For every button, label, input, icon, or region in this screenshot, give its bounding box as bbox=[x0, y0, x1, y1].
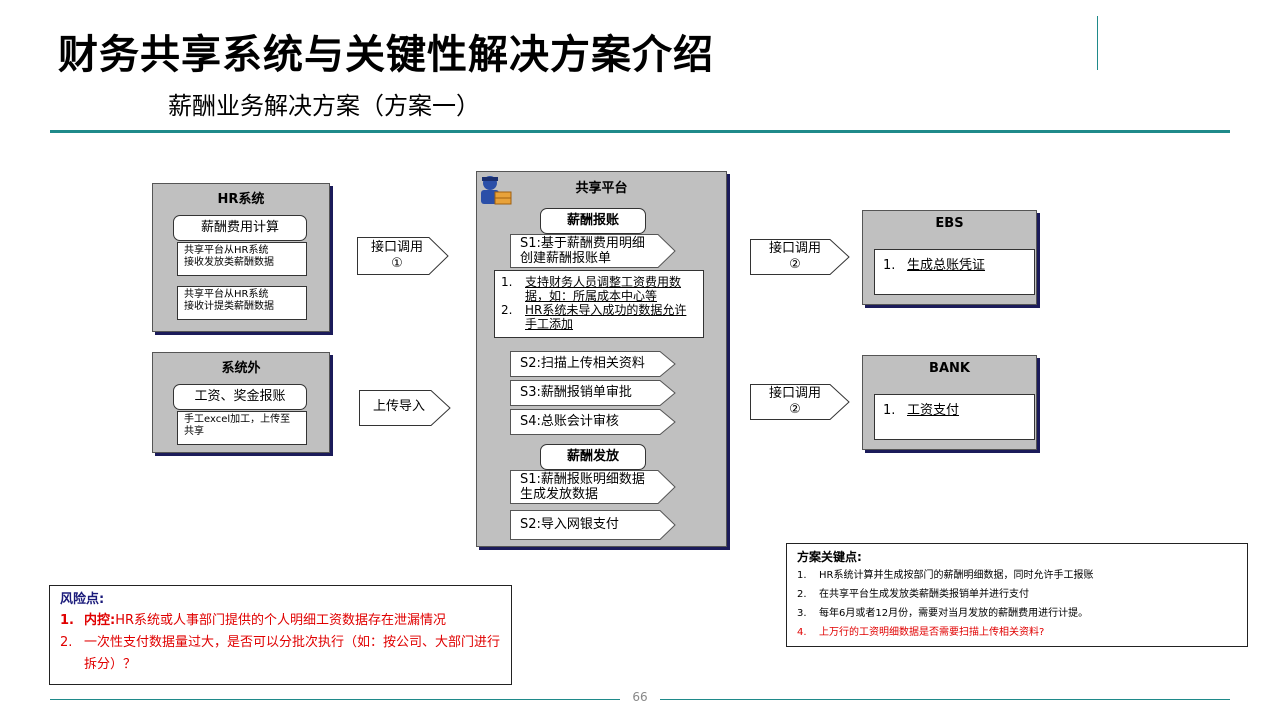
key-item-1-text: HR系统计算并生成按部门的薪酬明细数据，同时允许手工报账 bbox=[819, 570, 1094, 581]
key-points-box: 方案关键点: 1. HR系统计算并生成按部门的薪酬明细数据，同时允许手工报账 2… bbox=[786, 543, 1248, 647]
arrow-shape bbox=[750, 384, 850, 420]
key-item-3-text: 每年6月或者12月份，需要对当月发放的薪酬费用进行计提。 bbox=[819, 608, 1089, 619]
risk-item-2: 2. 一次性支付数据量过大，是否可以分批次执行（如：按公司、大部门进行拆分）？ bbox=[60, 632, 501, 676]
footer-line-left bbox=[50, 699, 620, 700]
ebs-box: EBS 1. 生成总账凭证 bbox=[862, 210, 1037, 305]
step-p2-bank-import: S2:导入网银支付 bbox=[510, 510, 676, 540]
key-item-2-text: 在共享平台生成发放类薪酬类报销单并进行支付 bbox=[819, 589, 1029, 600]
arrow-interface-2-bank-label: 接口调用 ② bbox=[768, 386, 821, 417]
step-s2-scan-upload: S2:扫描上传相关资料 bbox=[510, 351, 676, 377]
hr-system-box: HR系统 薪酬费用计算 共享平台从HR系统 接收发放类薪酬数据 共享平台从HR系… bbox=[152, 183, 330, 332]
step-s4-label: S4:总账会计审核 bbox=[520, 414, 619, 429]
shared-platform-title: 共享平台 bbox=[575, 181, 628, 196]
key-item-4-text: 上万行的工资明细数据是否需要扫描上传相关资料? bbox=[819, 627, 1045, 638]
arrow-interface-1-label: 接口调用 ① bbox=[370, 240, 423, 271]
risk-points-box: 风险点: 1. 内控:HR系统或人事部门提供的个人明细工资数据存在泄漏情况 2.… bbox=[49, 585, 512, 685]
shared-platform-box: 共享平台 薪酬报账 S1:基于薪酬费用明细 创建薪酬报账单 1. 支持财务人员调… bbox=[476, 171, 727, 547]
footer-line-right bbox=[660, 699, 1230, 700]
detail-item-2-text: HR系统未导入成功的数据允许手工添加 bbox=[525, 303, 687, 331]
hr-pill-salary-calc: 薪酬费用计算 bbox=[173, 215, 307, 241]
risk-item-1-num: 1. bbox=[60, 613, 74, 628]
arrow-interface-2-ebs: 接口调用 ② bbox=[750, 239, 850, 275]
risk-item-2-num: 2. bbox=[60, 635, 73, 650]
claim-details-box: 1. 支持财务人员调整工资费用数据，如：所属成本中心等 2. HR系统未导入成功… bbox=[494, 270, 704, 338]
detail-item-2-num: 2. bbox=[501, 303, 513, 317]
step-s1-create-claim: S1:基于薪酬费用明细 创建薪酬报账单 bbox=[510, 234, 676, 268]
ebs-item-text: 生成总账凭证 bbox=[907, 258, 986, 273]
outside-system-box: 系统外 工资、奖金报账 手工excel加工，上传至 共享 bbox=[152, 352, 330, 453]
step-shape bbox=[510, 351, 676, 377]
key-item-4: 4. 上万行的工资明细数据是否需要扫描上传相关资料? bbox=[797, 623, 1237, 642]
arrow-shape bbox=[357, 237, 449, 275]
ebs-item-box: 1. 生成总账凭证 bbox=[874, 249, 1035, 295]
step-s3-approval: S3:薪酬报销单审批 bbox=[510, 380, 676, 406]
ebs-title: EBS bbox=[935, 216, 964, 231]
key-item-3-num: 3. bbox=[797, 608, 807, 619]
outside-pill-payroll: 工资、奖金报账 bbox=[173, 384, 307, 410]
page-title: 财务共享系统与关键性解决方案介绍 bbox=[58, 32, 714, 78]
key-item-1: 1. HR系统计算并生成按部门的薪酬明细数据，同时允许手工报账 bbox=[797, 566, 1237, 585]
hr-note-accrual: 共享平台从HR系统 接收计提类薪酬数据 bbox=[177, 286, 307, 320]
arrow-interface-2-ebs-label: 接口调用 ② bbox=[768, 241, 821, 272]
detail-item-1-text: 支持财务人员调整工资费用数据，如：所属成本中心等 bbox=[525, 275, 682, 303]
section-salary-claim: 薪酬报账 bbox=[540, 208, 646, 234]
bank-item-box: 1. 工资支付 bbox=[874, 394, 1035, 440]
step-s2-label: S2:扫描上传相关资料 bbox=[520, 356, 645, 371]
detail-item-2: 2. HR系统未导入成功的数据允许手工添加 bbox=[501, 303, 697, 331]
page-subtitle: 薪酬业务解决方案（方案一） bbox=[168, 92, 480, 120]
risk-item-1-text: HR系统或人事部门提供的个人明细工资数据存在泄漏情况 bbox=[115, 613, 447, 628]
step-s1-label: S1:基于薪酬费用明细 创建薪酬报账单 bbox=[520, 236, 645, 266]
title-underline bbox=[50, 130, 1230, 133]
step-p2-label: S2:导入网银支付 bbox=[520, 517, 619, 532]
header-divider bbox=[1097, 16, 1098, 70]
arrow-upload-import: 上传导入 bbox=[359, 390, 451, 426]
key-item-2-num: 2. bbox=[797, 589, 807, 600]
key-heading: 方案关键点: bbox=[797, 550, 862, 564]
key-item-4-num: 4. bbox=[797, 627, 807, 638]
step-s3-label: S3:薪酬报销单审批 bbox=[520, 385, 632, 400]
risk-heading: 风险点: bbox=[60, 592, 105, 607]
bank-item-text: 工资支付 bbox=[907, 403, 960, 418]
step-shape bbox=[510, 234, 676, 268]
arrow-interface-2-bank: 接口调用 ② bbox=[750, 384, 850, 420]
outside-note: 手工excel加工，上传至 共享 bbox=[177, 411, 307, 445]
step-p1-generate-payout: S1:薪酬报账明细数据 生成发放数据 bbox=[510, 470, 676, 504]
key-item-1-num: 1. bbox=[797, 570, 807, 581]
bank-title: BANK bbox=[929, 361, 970, 376]
step-p1-label: S1:薪酬报账明细数据 生成发放数据 bbox=[520, 472, 645, 502]
bank-item-num: 1. bbox=[883, 403, 896, 418]
key-item-3: 3. 每年6月或者12月份，需要对当月发放的薪酬费用进行计提。 bbox=[797, 604, 1237, 623]
bank-box: BANK 1. 工资支付 bbox=[862, 355, 1037, 450]
arrow-shape bbox=[750, 239, 850, 275]
key-item-2: 2. 在共享平台生成发放类薪酬类报销单并进行支付 bbox=[797, 585, 1237, 604]
section-salary-payout: 薪酬发放 bbox=[540, 444, 646, 470]
outside-system-title: 系统外 bbox=[221, 361, 261, 376]
hr-system-title: HR系统 bbox=[217, 192, 265, 207]
detail-item-1: 1. 支持财务人员调整工资费用数据，如：所属成本中心等 bbox=[501, 275, 697, 303]
detail-item-1-num: 1. bbox=[501, 275, 513, 289]
step-shape bbox=[510, 409, 676, 435]
step-s4-gl-review: S4:总账会计审核 bbox=[510, 409, 676, 435]
risk-item-1-label: 内控: bbox=[84, 613, 116, 628]
risk-item-2-text: 一次性支付数据量过大，是否可以分批次执行（如：按公司、大部门进行拆分）？ bbox=[84, 635, 501, 672]
step-shape bbox=[510, 510, 676, 540]
arrow-shape bbox=[359, 390, 451, 426]
arrow-upload-import-label: 上传导入 bbox=[372, 399, 425, 414]
courier-icon bbox=[481, 176, 512, 205]
step-shape bbox=[510, 380, 676, 406]
page-number: 66 bbox=[632, 690, 648, 704]
step-shape bbox=[510, 470, 676, 504]
ebs-item-num: 1. bbox=[883, 258, 896, 273]
arrow-interface-1: 接口调用 ① bbox=[357, 237, 449, 275]
hr-note-payout: 共享平台从HR系统 接收发放类薪酬数据 bbox=[177, 242, 307, 276]
risk-item-1: 1. 内控:HR系统或人事部门提供的个人明细工资数据存在泄漏情况 bbox=[60, 610, 501, 632]
